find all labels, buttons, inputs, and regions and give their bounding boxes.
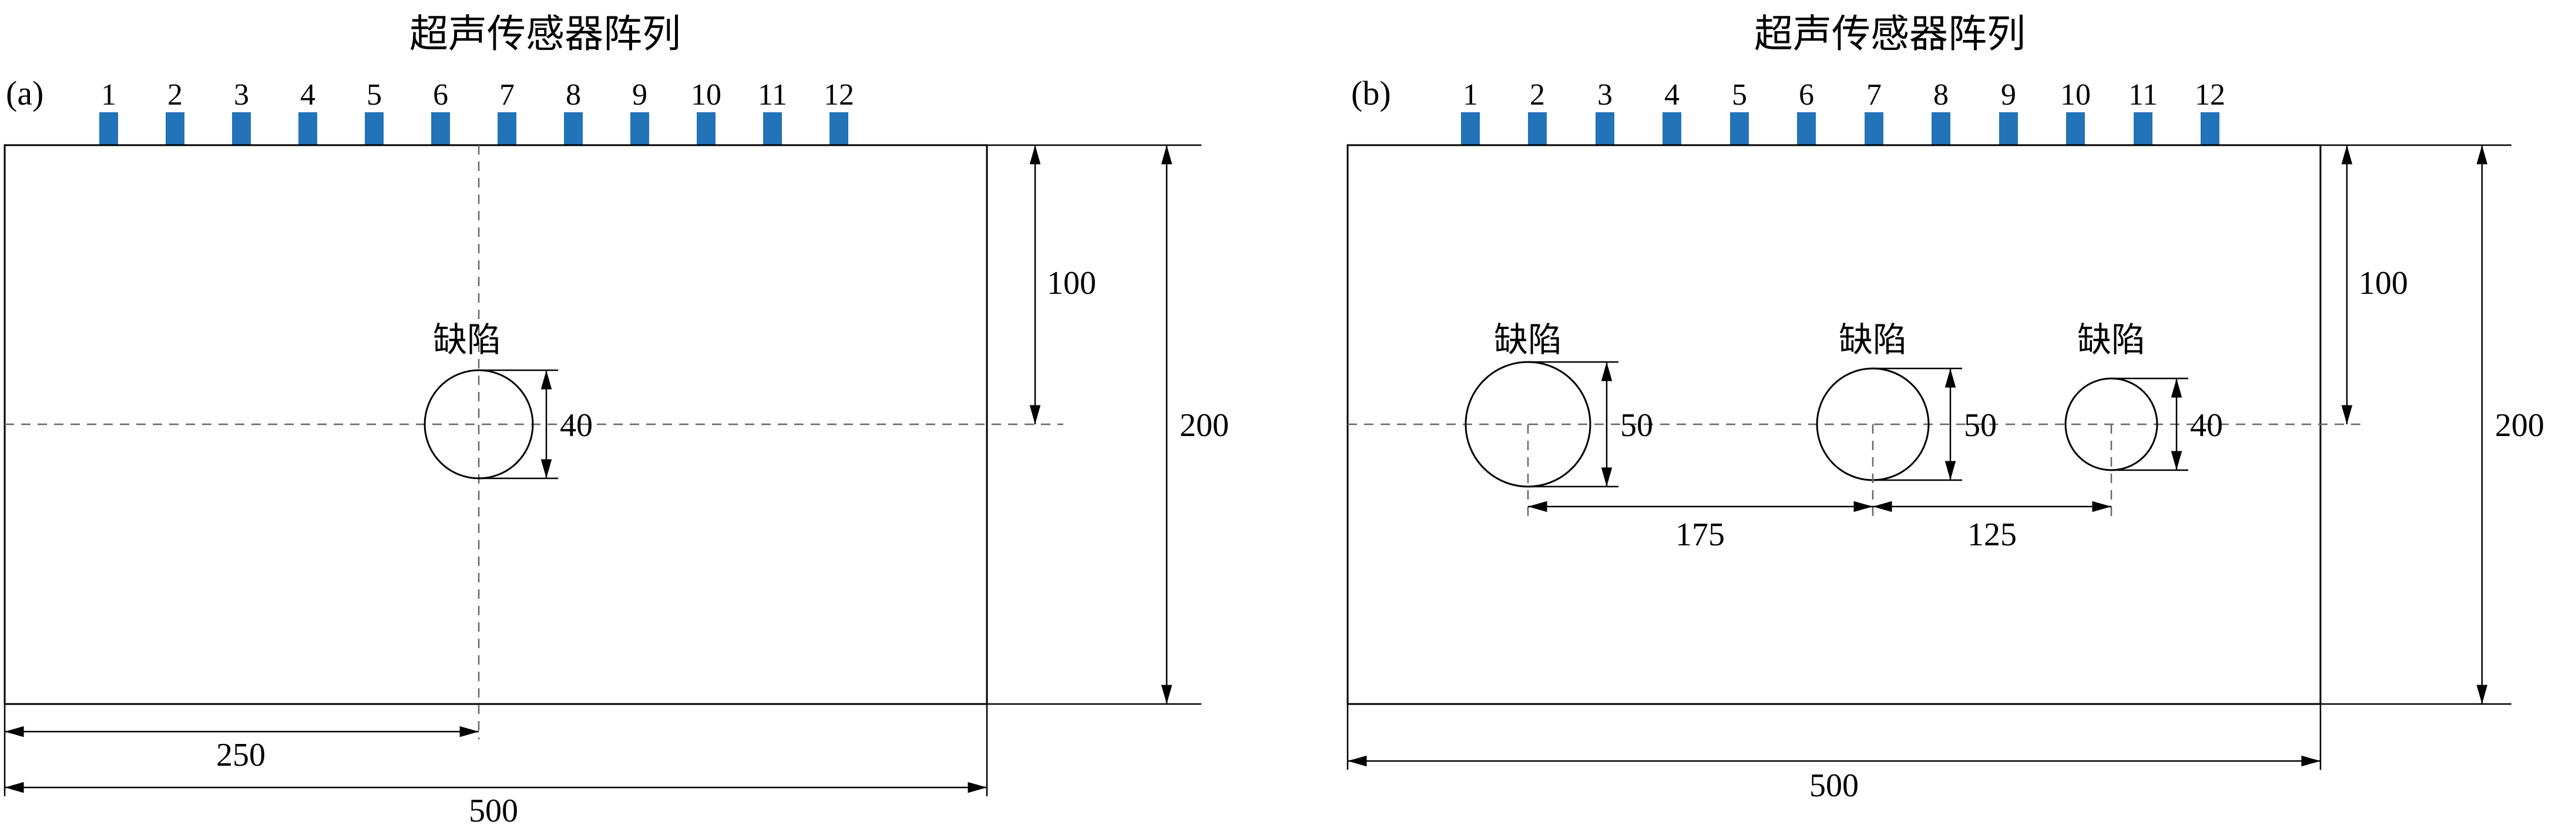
sensor-bar bbox=[298, 112, 317, 145]
sensor-number: 1 bbox=[1463, 78, 1478, 112]
sensor-bar bbox=[697, 112, 716, 145]
sensor-bar bbox=[1663, 112, 1681, 145]
diagram-b: 超声传感器阵列 (b) 1 2 3 4 5 6 7 8 9 10 11 12 bbox=[1346, 13, 2544, 804]
sensor-array-a bbox=[99, 112, 848, 145]
dim-spacing-2: 125 bbox=[1967, 517, 2017, 553]
array-title-a: 超声传感器阵列 bbox=[409, 13, 681, 56]
sensor-number: 12 bbox=[2195, 78, 2225, 112]
panel-label-a: (a) bbox=[6, 74, 43, 112]
panel-label-b: (b) bbox=[1351, 74, 1391, 112]
specimen-outline-a bbox=[4, 144, 988, 705]
sensor-number: 3 bbox=[234, 78, 249, 112]
sensor-bar bbox=[1932, 112, 1950, 145]
dim-height-b: 200 bbox=[2495, 407, 2544, 444]
sensor-number: 5 bbox=[367, 78, 382, 112]
sensor-number: 3 bbox=[1597, 78, 1613, 112]
sensor-number: 6 bbox=[1799, 78, 1814, 112]
sensor-number: 9 bbox=[632, 78, 647, 112]
sensor-bar bbox=[763, 112, 782, 145]
sensor-number: 4 bbox=[300, 78, 315, 112]
sensor-number: 9 bbox=[2001, 78, 2016, 112]
defect-label-a: 缺陷 bbox=[433, 321, 501, 359]
sensor-bar bbox=[1596, 112, 1614, 145]
sensor-numbers-b: 1 2 3 4 5 6 7 8 9 10 11 12 bbox=[1463, 78, 2225, 112]
dim-defect-offset-a: 250 bbox=[216, 737, 266, 773]
sensor-bar bbox=[99, 112, 118, 145]
sensor-number: 8 bbox=[1933, 78, 1949, 112]
sensor-number: 6 bbox=[433, 78, 448, 112]
array-title-b: 超声传感器阵列 bbox=[1754, 13, 2026, 56]
sensor-number: 2 bbox=[1530, 78, 1545, 112]
sensor-bar bbox=[431, 112, 450, 145]
sensor-number: 7 bbox=[499, 78, 515, 112]
sensor-number: 11 bbox=[758, 78, 787, 112]
sensor-bar bbox=[829, 112, 848, 145]
sensor-bar bbox=[1797, 112, 1816, 145]
sensor-number: 11 bbox=[2128, 78, 2158, 112]
dim-width-b: 500 bbox=[1809, 767, 1859, 804]
defect-label-b1: 缺陷 bbox=[1494, 321, 1562, 359]
sensor-bar bbox=[365, 112, 384, 145]
sensor-bar bbox=[1730, 112, 1749, 145]
sensor-number: 8 bbox=[566, 78, 581, 112]
sensor-number: 10 bbox=[2060, 78, 2091, 112]
sensor-bar bbox=[1865, 112, 1883, 145]
dim-defect1-diameter: 50 bbox=[1620, 407, 1653, 444]
sensor-bar bbox=[498, 112, 516, 145]
dim-defect-diameter-a: 40 bbox=[560, 407, 593, 444]
sensor-bar bbox=[1461, 112, 1480, 145]
sensor-bar bbox=[630, 112, 649, 145]
sensor-bar bbox=[2201, 112, 2219, 145]
sensor-bar bbox=[1528, 112, 1547, 145]
sensor-numbers-a: 1 2 3 4 5 6 7 8 9 10 11 12 bbox=[101, 78, 854, 112]
dim-height-a: 200 bbox=[1180, 407, 1229, 444]
defect-label-b2: 缺陷 bbox=[1839, 321, 1907, 359]
dim-depth-b: 100 bbox=[2359, 265, 2408, 301]
sensor-number: 2 bbox=[167, 78, 183, 112]
sensor-bar bbox=[166, 112, 184, 145]
sensor-bar bbox=[232, 112, 251, 145]
sensor-number: 7 bbox=[1866, 78, 1882, 112]
sensor-number: 1 bbox=[101, 78, 116, 112]
diagram-a: 超声传感器阵列 (a) 1 2 3 4 5 6 7 8 9 10 11 12 bbox=[4, 13, 1229, 828]
sensor-number: 4 bbox=[1664, 78, 1680, 112]
sensor-number: 5 bbox=[1732, 78, 1747, 112]
sensor-number: 10 bbox=[691, 78, 721, 112]
dim-defect3-diameter: 40 bbox=[2190, 407, 2223, 444]
sensor-bar bbox=[2134, 112, 2152, 145]
sensor-bar bbox=[1999, 112, 2018, 145]
dim-spacing-1: 175 bbox=[1675, 517, 1725, 553]
dim-width-a: 500 bbox=[469, 793, 518, 828]
sensor-bar bbox=[564, 112, 583, 145]
sensor-array-b bbox=[1461, 112, 2219, 145]
sensor-bar bbox=[2066, 112, 2085, 145]
defect-label-b3: 缺陷 bbox=[2077, 321, 2145, 359]
dim-depth-a: 100 bbox=[1047, 265, 1096, 301]
sensor-number: 12 bbox=[824, 78, 854, 112]
dim-defect2-diameter: 50 bbox=[1964, 407, 1997, 444]
